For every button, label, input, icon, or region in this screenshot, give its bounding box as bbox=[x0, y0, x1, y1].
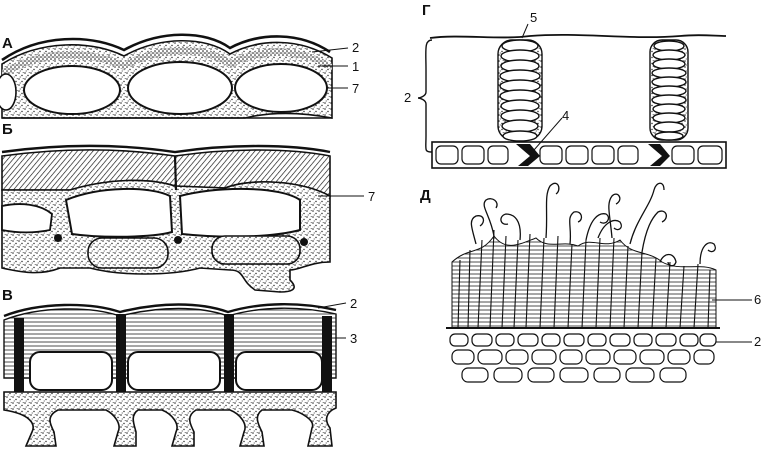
panel-v-anticlinal-wall bbox=[14, 318, 24, 396]
panel-g-column-left bbox=[497, 39, 543, 142]
panel-v-anticlinal-wall bbox=[224, 314, 234, 396]
panel-label-v: В bbox=[2, 287, 13, 304]
panel-a-cell bbox=[234, 63, 328, 113]
panel-label-g: Г bbox=[422, 2, 431, 19]
panel-a bbox=[0, 33, 349, 119]
leader-g-5 bbox=[521, 23, 529, 39]
panel-g bbox=[417, 23, 727, 169]
panel-b-node bbox=[174, 236, 182, 244]
panel-v-anticlinal-wall bbox=[116, 314, 126, 396]
panel-g-stoma bbox=[648, 144, 670, 166]
panel-a-cuticle bbox=[1, 33, 331, 62]
panel-label-b: Б bbox=[2, 121, 13, 138]
callout-d-6: 6 bbox=[754, 292, 761, 307]
callout-v-3: 3 bbox=[350, 331, 357, 346]
leader-v-2 bbox=[317, 302, 347, 309]
panel-b-anticlinal-wall bbox=[173, 155, 178, 191]
callout-d-2: 2 bbox=[754, 334, 761, 349]
panel-d-curled-hairs bbox=[470, 182, 716, 267]
panel-d-hair-strands bbox=[457, 229, 711, 329]
panel-a-cell bbox=[23, 65, 121, 115]
panel-v-cell bbox=[127, 351, 221, 391]
callout-b-7: 7 bbox=[368, 189, 375, 204]
panel-v-cell bbox=[235, 351, 323, 391]
callout-v-2: 2 bbox=[350, 296, 357, 311]
leader-a-2 bbox=[311, 47, 349, 53]
panel-b-cell bbox=[64, 187, 174, 238]
panel-b-node bbox=[54, 234, 62, 242]
panel-v-cuticle bbox=[3, 303, 337, 318]
callout-a-2: 2 bbox=[352, 40, 359, 55]
panel-v-anticlinal-wall bbox=[322, 316, 332, 396]
panel-d-cells bbox=[449, 333, 717, 383]
callout-a-1: 1 bbox=[352, 59, 359, 74]
callout-g-4: 4 bbox=[562, 108, 569, 123]
panel-g-column-right bbox=[649, 39, 689, 141]
callout-g-2: 2 bbox=[404, 90, 411, 105]
panel-b-cell bbox=[178, 187, 301, 238]
panel-b bbox=[1, 144, 364, 293]
panel-b-cell-edge bbox=[1, 203, 53, 234]
callout-a-7: 7 bbox=[352, 81, 359, 96]
panel-g-bracket bbox=[417, 39, 433, 153]
panel-v bbox=[3, 302, 347, 447]
panel-b-lower-cell bbox=[87, 237, 169, 269]
panel-v-cell bbox=[29, 351, 113, 391]
panel-a-cell bbox=[127, 61, 233, 115]
callout-g-5: 5 bbox=[530, 10, 537, 25]
panel-g-cells bbox=[435, 145, 723, 165]
panel-a-cell-edge bbox=[0, 73, 17, 111]
panel-b-node bbox=[300, 238, 308, 246]
panel-a-outer-band bbox=[2, 46, 332, 78]
panel-v-base bbox=[3, 391, 337, 447]
leader-g-4 bbox=[533, 117, 563, 151]
panel-label-a: А bbox=[2, 35, 13, 52]
panel-label-d: Д bbox=[420, 187, 431, 204]
panel-g-surface bbox=[429, 33, 727, 39]
panel-d bbox=[446, 182, 752, 384]
panel-b-lower-cell bbox=[211, 235, 301, 265]
panel-b-cuticle bbox=[1, 144, 331, 154]
